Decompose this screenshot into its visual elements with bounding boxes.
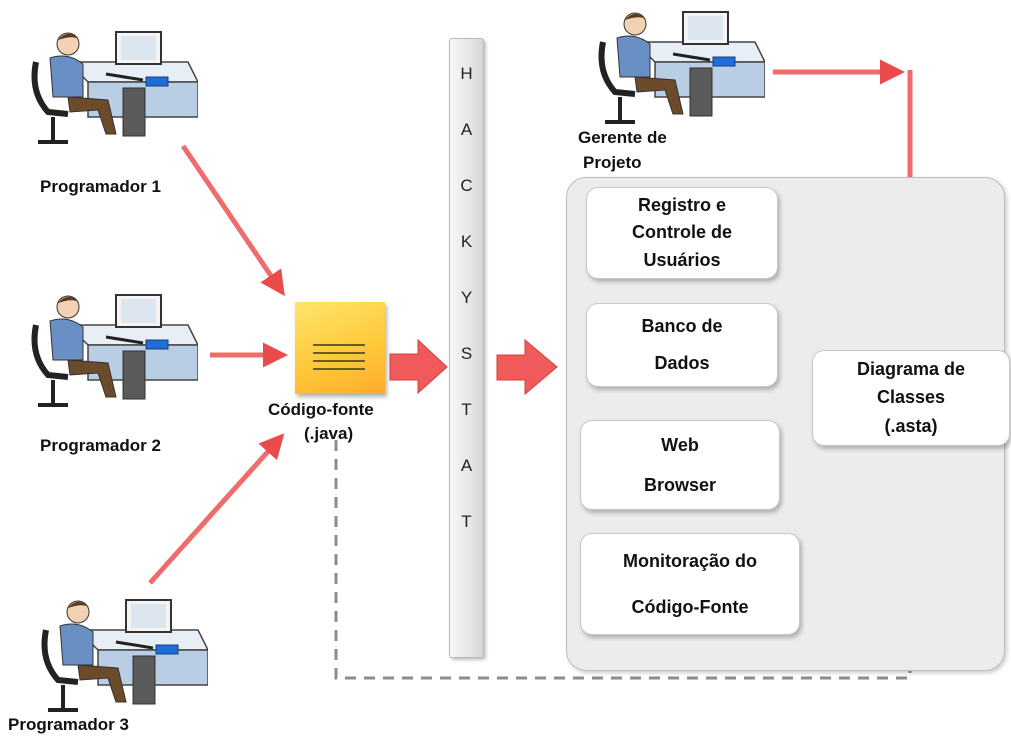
programador1-label: Programador 1 <box>40 177 161 196</box>
hackystat-letter: H <box>460 64 473 83</box>
block-arrow-source-to-hackystat <box>389 338 448 395</box>
hackystat-letter: K <box>460 232 473 251</box>
source-file-label-line2: (.java) <box>304 424 354 443</box>
class-diagram-line: (.asta) <box>884 416 938 437</box>
gerente-de-projeto-icon <box>595 2 767 132</box>
module-line: Controle de <box>631 222 732 243</box>
class-diagram-line: Classes <box>876 387 946 408</box>
source-file-label-line1: Código-fonte <box>268 400 374 419</box>
hackystat-letter: Y <box>460 288 473 307</box>
module-line: Web <box>661 434 699 455</box>
module-line: Monitoração do <box>623 550 757 571</box>
module-line: Browser <box>643 474 717 495</box>
hackystat-letter: A <box>460 120 473 139</box>
gerente-label-line2: Projeto <box>583 153 642 172</box>
programador2-label: Programador 2 <box>40 436 161 455</box>
class-diagram-line: Diagrama de <box>856 358 966 379</box>
block-arrow-hackystat-to-panel <box>496 338 558 396</box>
arrow-programador1-to-source <box>180 144 285 297</box>
programador3-label: Programador 3 <box>8 715 129 734</box>
module-line: Usuários <box>643 249 721 270</box>
module-line: Código-Fonte <box>631 596 749 617</box>
programador2-icon <box>28 285 200 415</box>
hackystat-letter: T <box>461 400 472 419</box>
hackystat-bar: H A C K Y S T A T <box>449 38 484 658</box>
gerente-label-line1: Gerente de <box>578 128 667 147</box>
module-line: Registro e <box>637 195 727 216</box>
hackystat-letter: S <box>460 344 473 363</box>
module-registro-controle-usuarios: Registro e Controle de Usuários <box>586 187 778 279</box>
programador3-icon <box>38 590 210 720</box>
hackystat-letter: A <box>460 456 473 475</box>
class-diagram-box: Diagrama de Classes (.asta) <box>812 350 1010 446</box>
module-banco-de-dados: Banco de Dados <box>586 303 778 387</box>
module-web-browser: Web Browser <box>580 420 780 510</box>
programador1-icon <box>28 22 200 152</box>
source-file-note-icon <box>295 302 385 394</box>
module-line: Banco de <box>641 316 723 336</box>
hackystat-letter: C <box>460 176 473 195</box>
hackystat-letter: T <box>461 512 472 531</box>
arrow-programador3-to-source <box>148 433 285 585</box>
module-monitoracao-codigo-fonte: Monitoração do Código-Fonte <box>580 533 800 635</box>
module-line: Dados <box>654 353 710 373</box>
